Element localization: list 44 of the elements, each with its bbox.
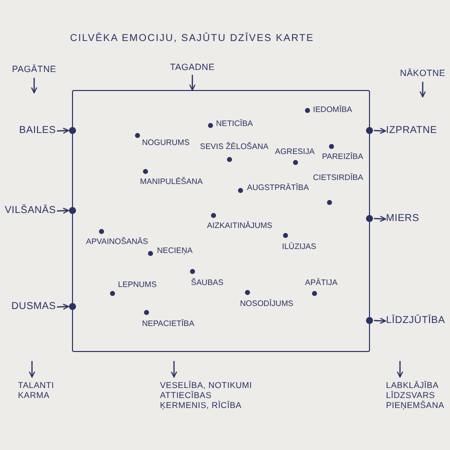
emotion-label: CIETSIRDĪBA <box>313 174 364 182</box>
feeling-label: LĪDZJŪTĪBA <box>386 315 446 327</box>
emotion-label: NEPACIETĪBA <box>142 320 194 328</box>
emotion-label: APĀTIJA <box>305 279 338 287</box>
arrow <box>170 361 178 378</box>
arrow <box>56 304 70 310</box>
column-heading: NĀKOTNE <box>400 68 446 79</box>
column-heading: TAGADNE <box>170 62 215 73</box>
emotion-label: AGRESIJA <box>275 148 315 156</box>
note-text: LABKLĀJĪBA LĪDZSVARS PIEŅEMŠANA <box>386 380 444 411</box>
column-heading: PAGĀTNE <box>12 64 56 75</box>
arrow <box>420 82 426 98</box>
emotion-label: ILŪZIJAS <box>282 243 316 251</box>
feeling-label: DUSMAS <box>11 301 56 313</box>
emotion-label: NOSODĪJUMS <box>240 300 294 308</box>
emotion-label: PAREIZĪBA <box>322 153 364 161</box>
title: CILVĒKA EMOCIJU, SAJŪTU DZĪVES KARTE <box>70 34 314 44</box>
emotion-label: AIZKAITINĀJUMS <box>207 222 272 230</box>
feeling-label: MIERS <box>386 213 420 225</box>
emotion-label: LEPNUMS <box>118 281 157 289</box>
feeling-label: VILŠANĀS <box>4 205 56 217</box>
arrow <box>374 216 386 222</box>
arrow <box>374 128 386 134</box>
emotion-label: NECIEŅA <box>157 247 193 255</box>
emotion-label: AUGSTPRĀTĪBA <box>247 184 309 192</box>
map-frame <box>72 90 370 352</box>
arrow <box>374 318 386 324</box>
note-text: VESELĪBA, NOTIKUMI ATTIECĪBAS ĶERMENIS, RĪCĪBA <box>160 380 252 411</box>
arrow <box>30 78 38 94</box>
emotion-label: MANIPULĒŠANA <box>140 178 203 186</box>
arrow <box>56 128 70 134</box>
emotion-label: IEDOMĪBA <box>313 106 352 114</box>
feeling-label: BAILES <box>19 125 56 137</box>
arrow <box>396 361 404 378</box>
emotion-label: APVAINOŠANĀS <box>86 238 148 246</box>
arrow <box>189 74 196 91</box>
emotion-label: ŠAUBAS <box>191 279 224 287</box>
note-text: TALANTI KARMA <box>18 380 54 400</box>
emotion-label: NOGURUMS <box>142 139 190 147</box>
emotion-label: SEVIS ŽĒLOŠANA <box>200 143 268 151</box>
emotion-label: NETICĪBA <box>216 120 253 128</box>
feeling-label: IZPRATNE <box>386 125 438 137</box>
arrow <box>56 208 70 214</box>
arrow <box>28 361 36 378</box>
